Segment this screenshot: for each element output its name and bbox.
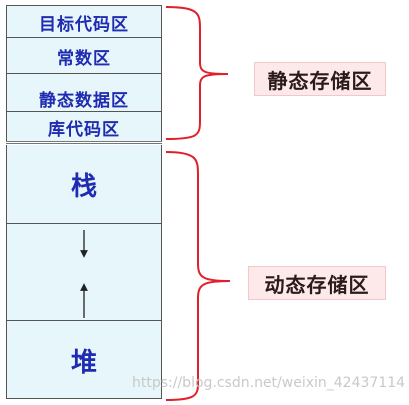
divider-3 [6, 111, 162, 112]
divider-heap-top [6, 320, 162, 321]
region-object-code: 目标代码区 [6, 6, 162, 38]
divider-2 [6, 73, 162, 74]
static-storage-text: 静态存储区 [267, 68, 373, 93]
region-stack-label: 栈 [70, 172, 97, 202]
static-storage-label: 静态存储区 [254, 62, 386, 96]
dynamic-bracket [165, 151, 231, 401]
region-heap-label: 堆 [70, 347, 97, 378]
region-library-code: 库代码区 [6, 112, 162, 142]
region-object-code-label: 目标代码区 [39, 14, 129, 35]
dynamic-storage-text: 动态存储区 [264, 272, 370, 297]
divider-stack-bottom [6, 223, 162, 224]
static-bracket [165, 6, 229, 140]
region-stack: 栈 [6, 145, 162, 224]
divider-top [6, 5, 162, 6]
watermark: https://blog.csdn.net/weixin_42437114 [132, 375, 406, 391]
divider-bottom [6, 398, 162, 399]
region-library-code-label: 库代码区 [48, 119, 120, 140]
region-static-data-label: 静态数据区 [39, 90, 129, 111]
region-heap: 堆 [6, 321, 162, 399]
region-constants: 常数区 [6, 38, 162, 74]
divider-1 [6, 37, 162, 38]
dynamic-storage-label: 动态存储区 [248, 266, 386, 300]
region-static-data: 静态数据区 [6, 74, 162, 112]
divider-static-dynamic [6, 141, 162, 144]
region-constants-label: 常数区 [57, 48, 111, 69]
